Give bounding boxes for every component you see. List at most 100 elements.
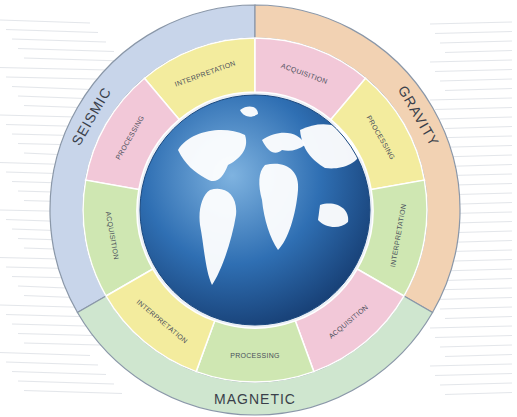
streak [24, 391, 122, 394]
continent [199, 189, 236, 285]
streak [435, 222, 512, 224]
streak [24, 201, 130, 204]
streak [6, 220, 90, 223]
streak [435, 260, 512, 262]
streak [445, 355, 512, 357]
background-streaks [0, 20, 512, 395]
streak [24, 343, 138, 346]
streak [0, 115, 114, 118]
streak [0, 305, 106, 308]
segment-label: ACQUISITION [327, 303, 369, 340]
continent [178, 130, 246, 181]
streak [445, 203, 512, 205]
streak [18, 191, 122, 194]
segment-label: PROCESSING [365, 114, 396, 161]
sector-label: MAGNETIC [214, 392, 296, 406]
sector-outline [255, 38, 366, 120]
segment-label: PROCESSING [114, 114, 145, 161]
sector-outline [86, 78, 180, 189]
sector-outline [144, 38, 255, 120]
streak [440, 269, 512, 271]
streak [0, 20, 90, 23]
streak [12, 372, 106, 375]
streak [435, 70, 512, 72]
sector-outline [295, 269, 404, 372]
streak [18, 334, 130, 337]
globe-sphere [140, 95, 370, 325]
streak [6, 172, 106, 175]
streak [0, 68, 130, 71]
streak [435, 336, 512, 338]
segment-label: INTERPRETATION [174, 59, 237, 88]
continent [240, 107, 258, 117]
streak [12, 182, 114, 185]
streak [24, 248, 114, 251]
streak [440, 79, 512, 81]
globe-outline [140, 95, 370, 325]
segment-label: INTERPRETATION [135, 298, 189, 345]
streak [18, 239, 106, 242]
streak [440, 383, 512, 385]
streak [440, 345, 512, 347]
sector-outline [50, 5, 255, 313]
streak [445, 89, 512, 91]
segment-label: PROCESSING [230, 352, 280, 359]
globe [136, 91, 374, 329]
streak [445, 127, 512, 129]
streak [445, 279, 512, 281]
streak [430, 98, 512, 100]
sector-label: SEISMIC [70, 84, 114, 147]
continent [300, 124, 362, 168]
streak [430, 136, 512, 138]
streak [430, 22, 512, 24]
streak [6, 267, 130, 270]
streak [0, 258, 122, 261]
streak [6, 315, 114, 318]
streak [440, 231, 512, 233]
streak [12, 87, 90, 90]
streak [6, 362, 98, 365]
streak [435, 108, 512, 110]
segment-label: ACQUISITION [105, 211, 120, 260]
continent [262, 133, 305, 153]
streak [430, 364, 512, 366]
streak [24, 106, 106, 109]
streak [435, 184, 512, 186]
sector-label: GRAVITY [395, 83, 441, 148]
streak [445, 51, 512, 53]
streak [24, 58, 122, 61]
sector-outline [331, 78, 425, 189]
streak [0, 353, 90, 356]
streak [440, 117, 512, 119]
sector-outline [83, 180, 153, 296]
globe-rim [136, 91, 374, 329]
streak [6, 77, 138, 80]
streak [445, 165, 512, 167]
streak [18, 96, 98, 99]
streak [18, 49, 114, 52]
streak [24, 153, 90, 156]
streak [18, 144, 138, 147]
continent [259, 164, 298, 250]
streak [430, 326, 512, 328]
streak [18, 381, 114, 384]
streak [0, 163, 98, 166]
